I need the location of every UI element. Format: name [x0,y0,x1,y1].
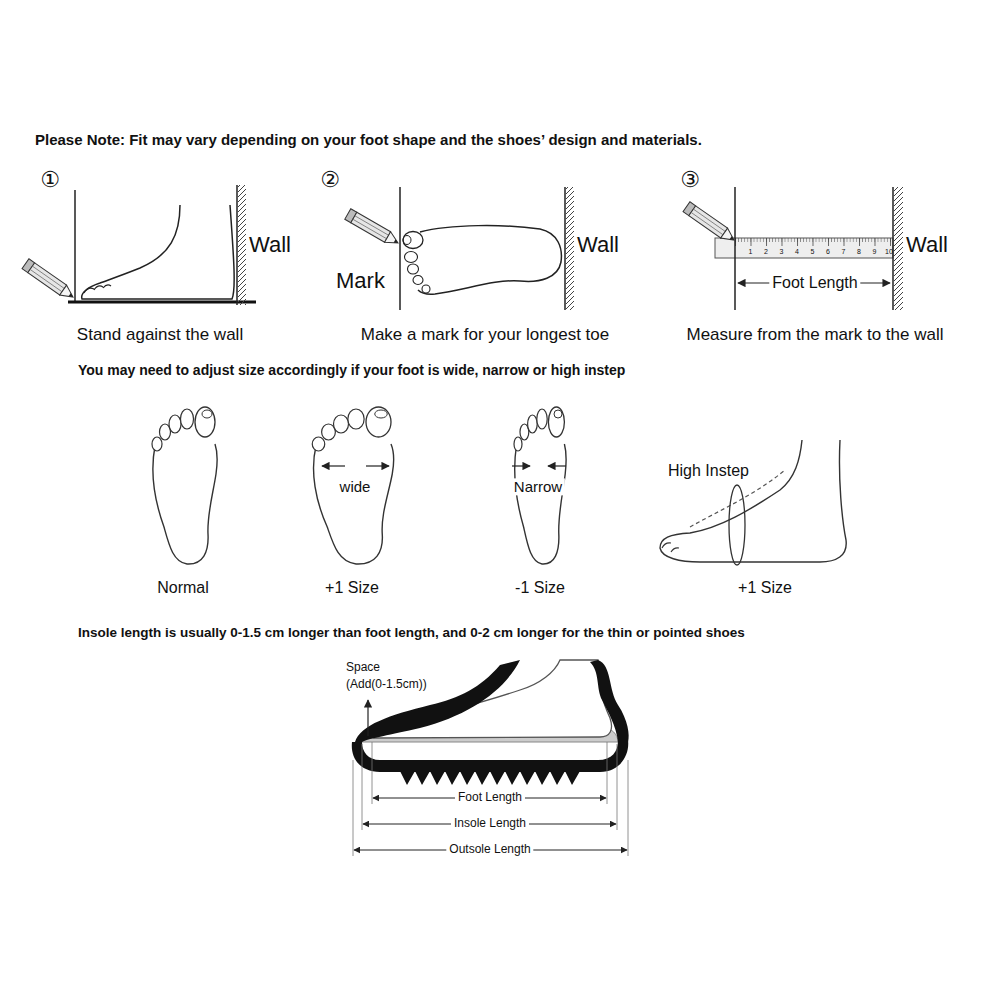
extension-line [617,744,618,830]
dimension-label: Foot Length [769,274,860,292]
footprint-normal [152,407,217,564]
width-arrow [322,465,345,466]
toe [405,252,418,263]
toe-lines [84,285,111,293]
ruler-number: 9 [873,248,877,256]
pencil-icon [22,259,76,302]
wall-line [236,185,238,305]
pencil-icon [683,202,737,245]
ruler-number: 8 [857,248,861,256]
ruler-ticks [735,238,893,258]
title: Please Note: Fit may vary depending on y… [35,131,702,148]
size-adjustment: -1 Size [515,579,565,597]
foot-side-view [82,205,234,299]
wall-hatch [566,187,574,310]
pencil-icon [345,209,401,248]
outsole [352,740,628,772]
mark-line [74,190,76,302]
ruler-number: 4 [795,248,799,256]
toe [408,264,419,274]
width-arrow [548,465,566,466]
foot-side-view [660,440,846,562]
mark-line [734,187,736,310]
dimension-label: Outsole Length [446,843,533,857]
wall-hatch [238,185,246,305]
wall-label: Wall [577,232,619,257]
instep-ring [729,485,745,565]
width-label: Narrow [511,478,565,495]
size-adjustment: +1 Size [325,579,379,597]
ruler-number: 1 [749,248,753,256]
floor-line [68,301,256,304]
wall-label: Wall [249,232,291,257]
note: Insole length is usually 0-1.5 cm longer… [78,625,745,641]
mark-label: Mark [336,268,385,293]
step-caption: Measure from the mark to the wall [687,325,944,345]
space-label: Space [346,661,380,675]
wall-line [564,187,566,310]
step-number: ② [320,167,340,192]
width-arrow [366,465,389,466]
ruler-number: 7 [842,248,846,256]
ruler-number: 6 [826,248,830,256]
big-toe [403,232,423,249]
toe-lines [662,543,679,552]
extension-line [628,760,629,856]
ruler-number: 5 [811,248,815,256]
space-arrow [367,700,368,736]
width-arrow [512,465,530,466]
step-number: ③ [680,167,700,192]
step-caption: Stand against the wall [77,325,243,345]
toe-nail [403,236,411,245]
ruler-number: 10 [885,248,893,256]
step-caption: Make a mark for your longest toe [361,325,610,345]
step-number: ① [40,167,60,192]
instep-label: High Instep [668,462,749,480]
foot-top-view [418,226,561,295]
extension-line [372,742,373,804]
dimension-label: Foot Length [455,791,525,805]
mark-line [399,187,401,310]
shoe-heel-counter [590,660,629,742]
width-label: wide [337,478,374,495]
toe [422,285,430,293]
ruler-number: 2 [764,248,768,256]
ruler-number: 3 [780,248,784,256]
note: You may need to adjust size accordingly … [78,362,625,378]
size-caption: Normal [157,579,209,597]
footprint-wide [312,407,393,564]
sole-tread [400,771,580,785]
size-adjustment: +1 Size [738,579,792,597]
space-label: (Add(0-1.5cm)) [346,678,427,692]
wall-label: Wall [906,232,948,257]
extension-line [607,742,608,804]
ruler [715,238,893,258]
ruler-ticks [735,238,893,258]
extension-line [353,760,354,856]
wall-hatch [894,187,903,310]
extension-line [362,744,363,830]
dimension-label: Insole Length [451,817,529,831]
toe [413,276,423,285]
